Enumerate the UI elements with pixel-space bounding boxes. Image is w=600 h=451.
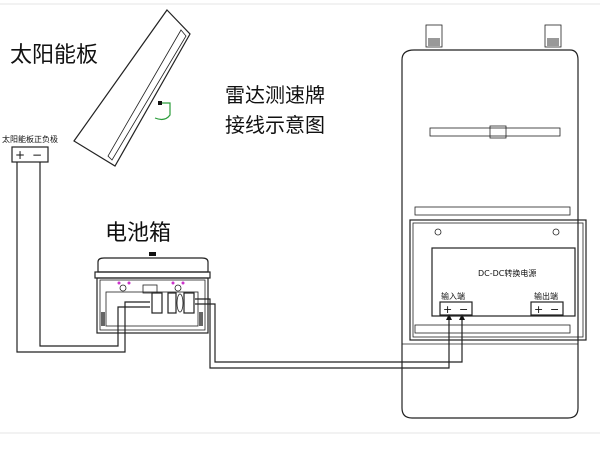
diagram-title-line2: 接线示意图: [225, 113, 325, 137]
solar-panel: [73, 9, 191, 167]
input-plus: +: [443, 303, 452, 316]
input-minus: −: [459, 303, 468, 316]
battery-to-dcdc-wires: [195, 298, 465, 369]
battery-box: [94, 252, 211, 334]
output-terminal-block: + −: [530, 301, 564, 316]
mount-hook-icon: [154, 102, 171, 121]
solar-terminal-block: + −: [11, 146, 49, 163]
plus-terminal: +: [15, 148, 25, 162]
page-border: [0, 3, 600, 434]
input-terminal-block: + −: [439, 301, 473, 316]
radar-speed-sign: [401, 24, 587, 419]
battery-box-label: 电池箱: [105, 221, 171, 246]
output-minus: −: [550, 303, 559, 316]
input-label: 输入端: [441, 291, 465, 301]
solar-terminals-label: 太阳能板正负极: [2, 134, 58, 144]
solar-panel-label: 太阳能板: [10, 43, 98, 68]
dcdc-converter-label: DC-DC转换电源: [478, 268, 536, 278]
output-label: 输出端: [534, 291, 558, 301]
output-plus: +: [534, 303, 543, 316]
solar-to-battery-wires: [16, 162, 150, 353]
minus-terminal: −: [32, 148, 42, 162]
diagram-title-line1: 雷达测速牌: [225, 83, 325, 107]
